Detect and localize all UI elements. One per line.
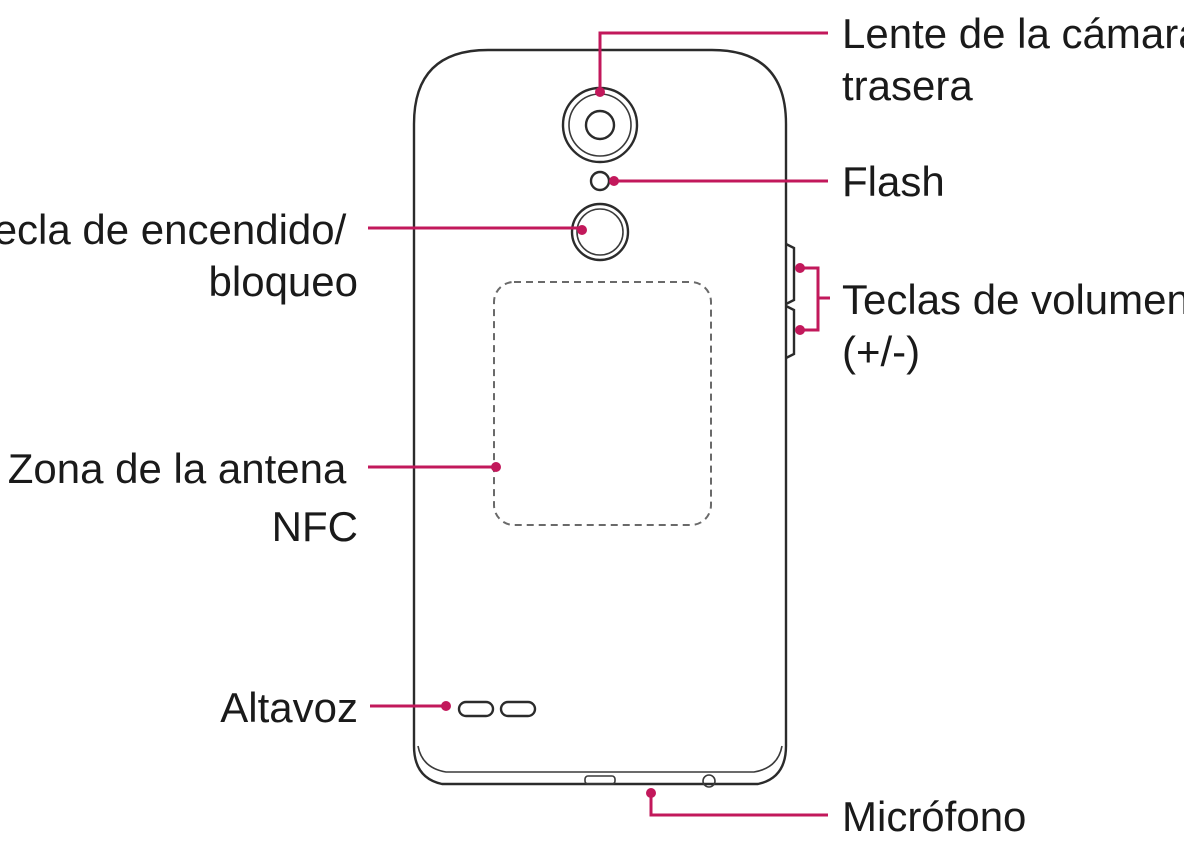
leader-dot-nfc [491, 462, 501, 472]
leader-dot-volume-down [795, 325, 805, 335]
leader-dot-power-lock [577, 225, 587, 235]
rear-camera-lens [561, 86, 639, 164]
leader-lines [368, 31, 830, 817]
leader-dot-speaker [441, 701, 451, 711]
phone-outline [412, 48, 788, 786]
label-volume: Teclas de volumen (+/-) [842, 276, 1184, 375]
phone-inner-edge [417, 745, 783, 773]
label-nfc: Zona de la antena NFC [8, 445, 358, 550]
label-power-lock: Tecla de encendido/ bloqueo [0, 206, 358, 305]
leader-volume [800, 266, 830, 332]
label-rear-camera: Lente de la cámara trasera [842, 10, 1184, 109]
nfc-antenna-area [493, 281, 712, 526]
leader-dot-microphone [646, 788, 656, 798]
speaker-grille [457, 700, 537, 718]
usb-port [584, 775, 616, 785]
leader-dot-flash [609, 176, 619, 186]
leader-dot-rear-camera [595, 87, 605, 97]
leader-rear-camera [598, 31, 828, 92]
callout-labels: Lente de la cámara trasera Flash Tecla d… [0, 10, 1184, 840]
leader-dot-volume-up [795, 263, 805, 273]
phone-body [412, 48, 788, 788]
label-speaker: Altavoz [220, 684, 358, 731]
volume-keys [785, 242, 796, 360]
label-microphone: Micrófono [842, 793, 1026, 840]
leader-microphone [649, 793, 828, 817]
headphone-jack [702, 774, 716, 788]
power-lock-key [570, 202, 630, 262]
label-flash: Flash [842, 158, 945, 205]
flash-icon [589, 170, 611, 192]
